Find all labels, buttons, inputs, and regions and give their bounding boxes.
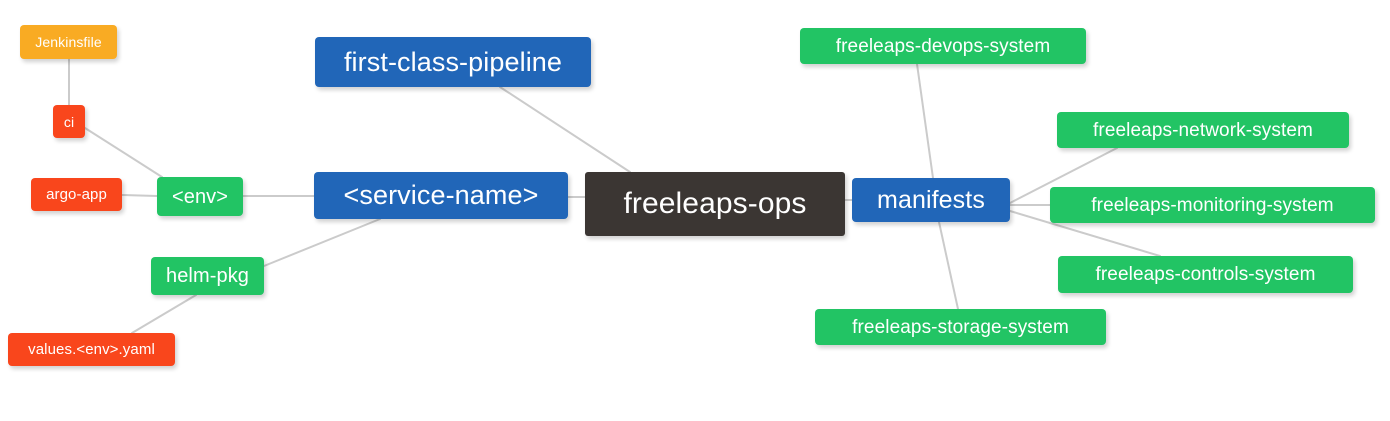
edge-first-class-pipeline-to-freeleaps-ops xyxy=(499,86,631,173)
edge-manifests-to-devops-system xyxy=(916,63,934,179)
node-network-system[interactable]: freeleaps-network-system xyxy=(1057,112,1349,148)
node-storage-system[interactable]: freeleaps-storage-system xyxy=(815,309,1106,345)
edge-service-name-to-helm-pkg xyxy=(263,218,381,267)
node-env[interactable]: <env> xyxy=(157,177,243,216)
node-controls-system[interactable]: freeleaps-controls-system xyxy=(1058,256,1353,293)
node-jenkinsfile[interactable]: Jenkinsfile xyxy=(20,25,117,59)
edge-argo-app-to-env xyxy=(121,194,158,197)
node-monitoring-system[interactable]: freeleaps-monitoring-system xyxy=(1050,187,1375,223)
node-manifests[interactable]: manifests xyxy=(852,178,1010,222)
edge-manifests-to-storage-system xyxy=(938,221,959,310)
node-values-yaml[interactable]: values.<env>.yaml xyxy=(8,333,175,366)
node-ci[interactable]: ci xyxy=(53,105,85,138)
node-service-name[interactable]: <service-name> xyxy=(314,172,568,219)
edge-helm-pkg-to-values-yaml xyxy=(131,294,197,334)
node-helm-pkg[interactable]: helm-pkg xyxy=(151,257,264,295)
node-freeleaps-ops[interactable]: freeleaps-ops xyxy=(585,172,845,236)
edge-ci-to-env xyxy=(84,127,163,178)
node-devops-system[interactable]: freeleaps-devops-system xyxy=(800,28,1086,64)
node-first-class-pipeline[interactable]: first-class-pipeline xyxy=(315,37,591,87)
node-argo-app[interactable]: argo-app xyxy=(31,178,122,211)
